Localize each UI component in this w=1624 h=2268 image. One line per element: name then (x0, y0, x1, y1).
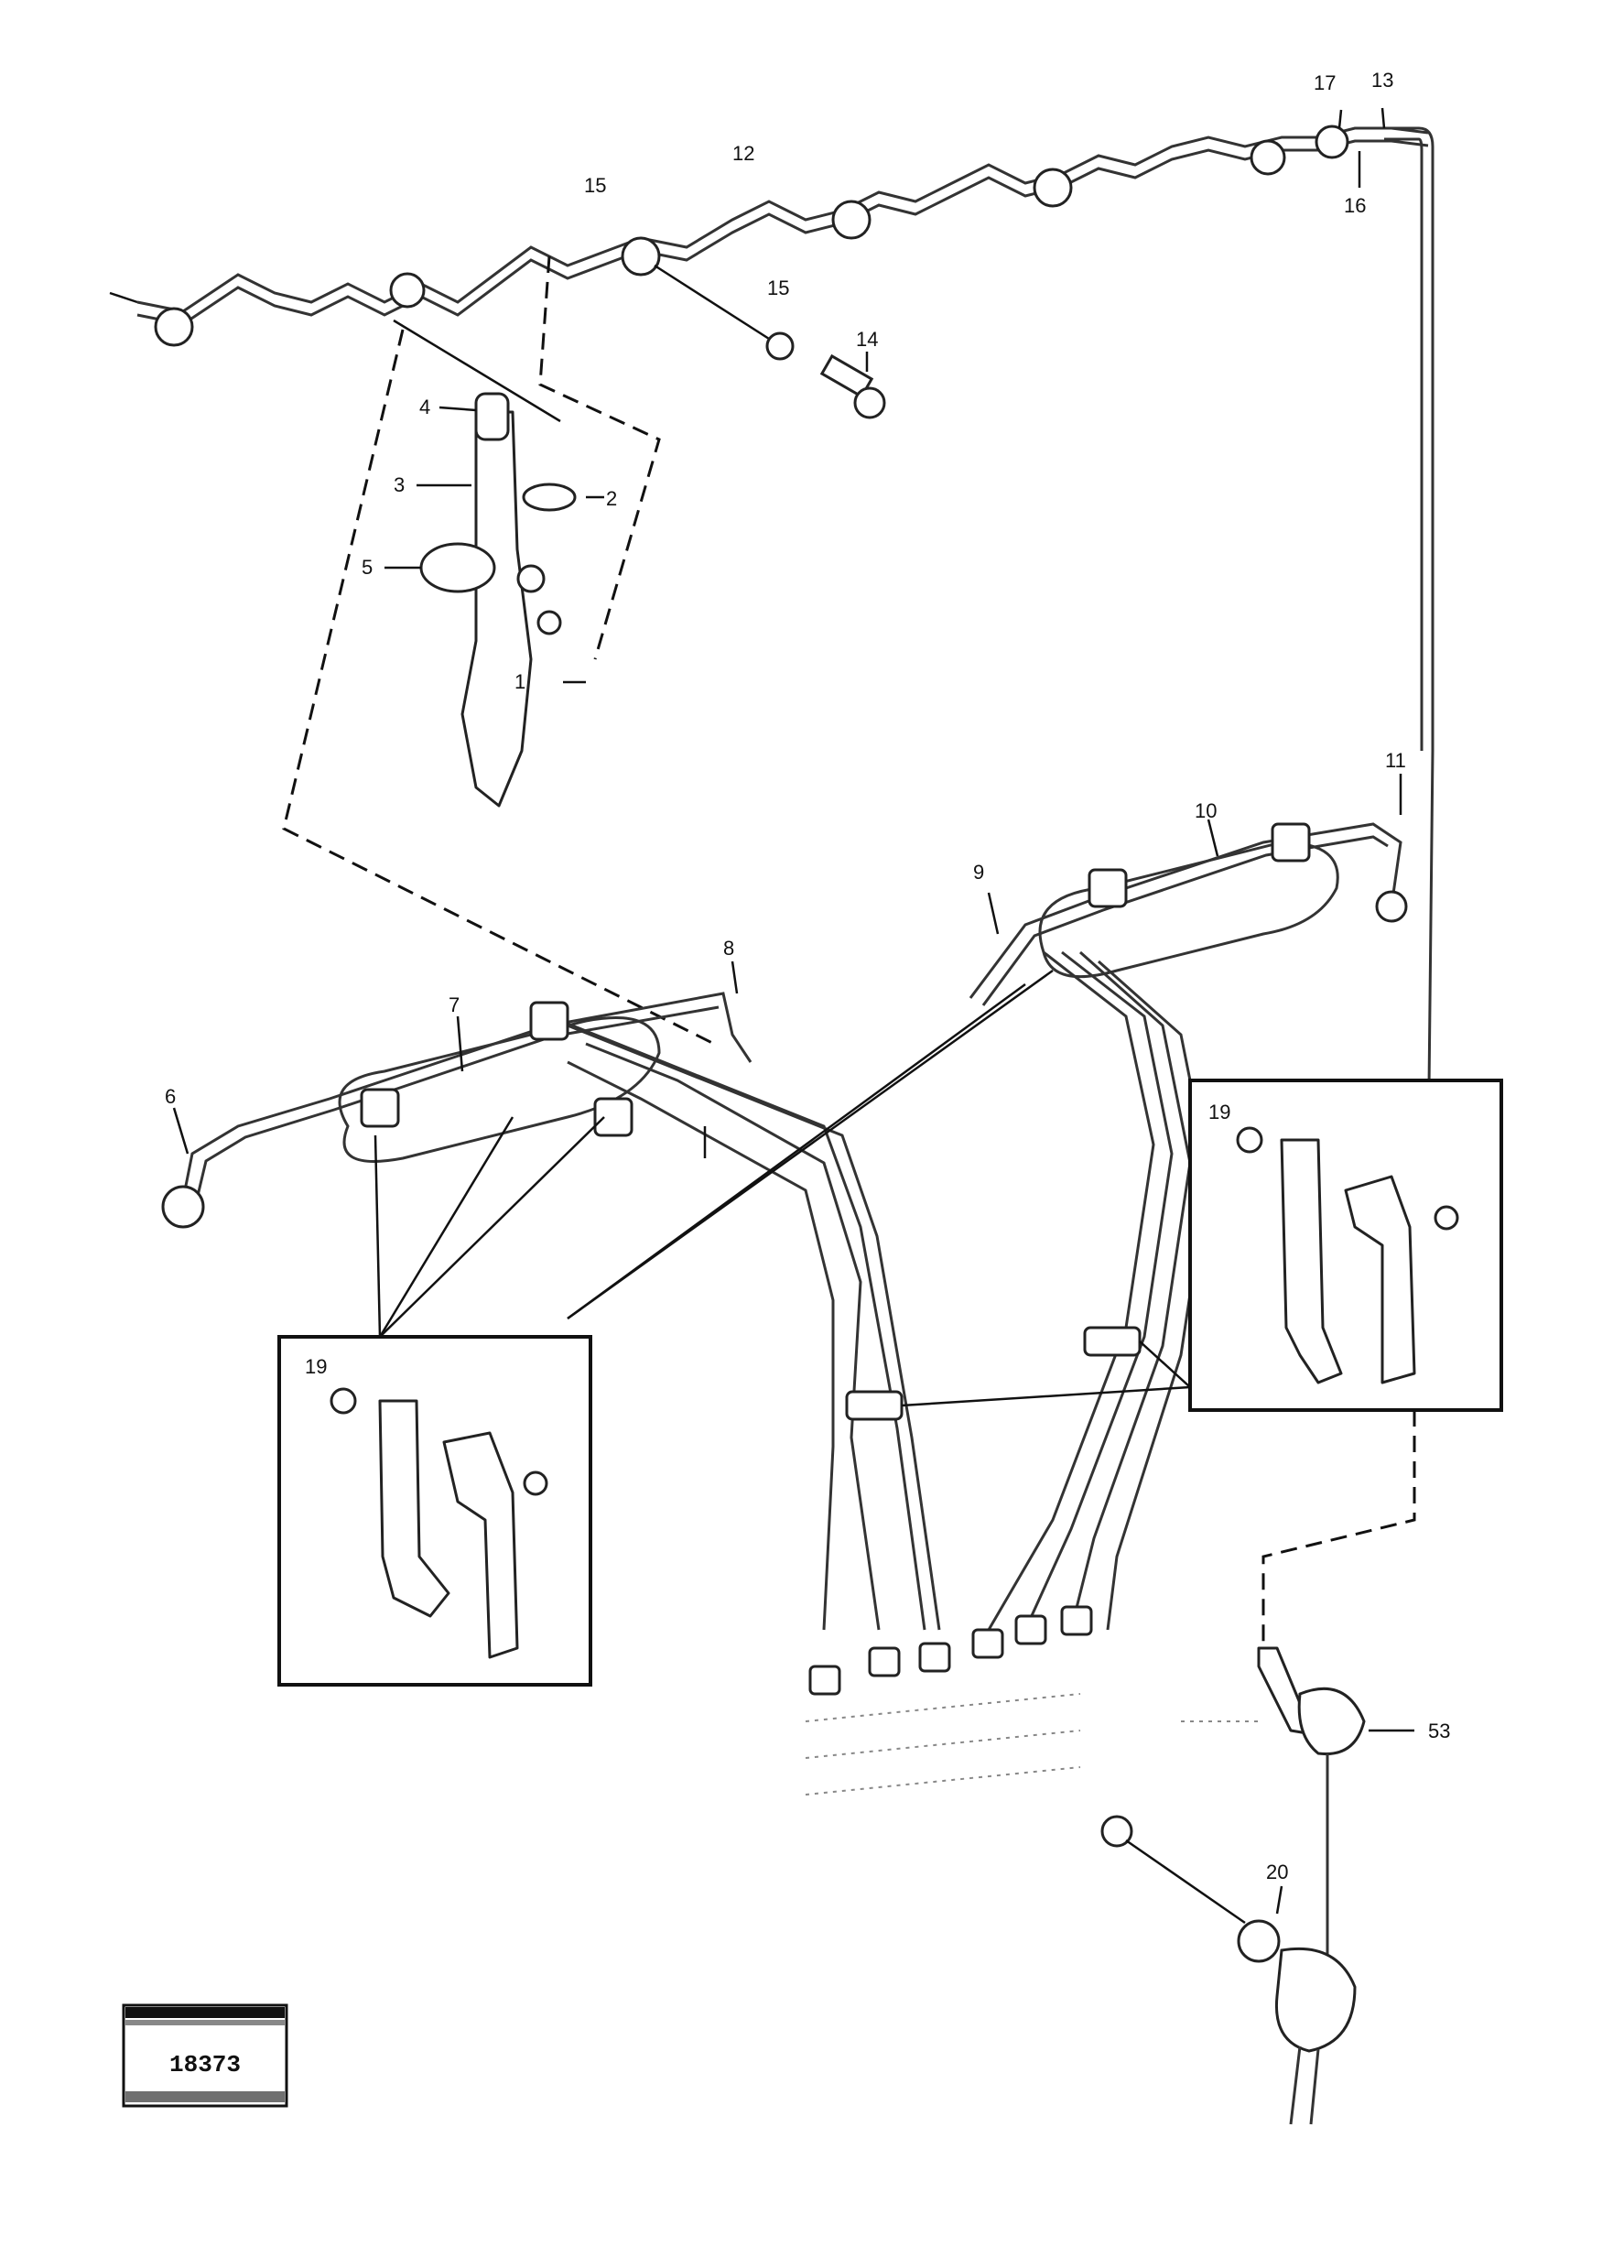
callout-19-right: 19 (1208, 1101, 1230, 1123)
clip-detail-box-left (277, 1335, 592, 1687)
pipe-clamp-right (1083, 1326, 1142, 1357)
banjo-fitting-7 (1315, 125, 1349, 159)
pipe-end-nuts (805, 1326, 1263, 1796)
callout-2: 2 (606, 487, 617, 510)
sealing-washer (765, 331, 795, 361)
return-pipe-fitting (1100, 1410, 1416, 2125)
sealing-washer-20 (1237, 1919, 1281, 1963)
left-delivery-pipes (161, 960, 941, 1631)
injector-cap (474, 392, 510, 441)
drawing-number-stamp: 18373 (122, 2003, 288, 2108)
callout-labels: 1 2 3 4 5 6 7 8 9 10 11 12 13 14 15 15 1… (165, 69, 1450, 1883)
callout-1: 1 (514, 670, 525, 693)
banjo-fitting-5 (1033, 168, 1073, 208)
callout-12: 12 (732, 142, 754, 165)
callout-9: 9 (973, 861, 984, 884)
banjo-fitting-6 (1250, 139, 1286, 176)
callout-20: 20 (1266, 1861, 1288, 1883)
callout-10: 10 (1195, 799, 1217, 822)
clip-detail-box-right (1188, 1079, 1503, 1412)
callout-4: 4 (419, 396, 430, 418)
return-fuel-pipe (109, 107, 1435, 1173)
pipe-nut-right (1375, 890, 1408, 923)
callout-15-top: 15 (584, 174, 606, 197)
pipe-nut-left (161, 1185, 205, 1229)
banjo-bolt (654, 264, 886, 419)
callout-3: 3 (394, 473, 405, 496)
callout-6: 6 (165, 1085, 176, 1108)
injector-assembly (282, 255, 715, 1046)
callout-53: 53 (1428, 1720, 1450, 1742)
callout-16: 16 (1344, 194, 1366, 217)
callout-14: 14 (856, 328, 878, 351)
callout-7: 7 (449, 993, 460, 1016)
banjo-fitting-1 (154, 307, 194, 347)
banjo-fitting-4 (831, 200, 872, 240)
callout-13: 13 (1371, 69, 1393, 92)
callout-17: 17 (1314, 71, 1336, 94)
callout-15-washer: 15 (767, 277, 789, 299)
banjo-fitting-3 (621, 236, 661, 277)
heat-shield-washer (419, 542, 496, 593)
callout-8: 8 (723, 937, 734, 960)
callout-5: 5 (362, 556, 373, 579)
pipe-clamp-left (845, 1390, 904, 1421)
banjo-fitting-2 (389, 272, 426, 309)
callout-19-left: 19 (305, 1355, 327, 1378)
seal-ring (522, 483, 577, 512)
drawing-number: 18373 (169, 2051, 241, 2078)
callout-11: 11 (1385, 749, 1406, 772)
